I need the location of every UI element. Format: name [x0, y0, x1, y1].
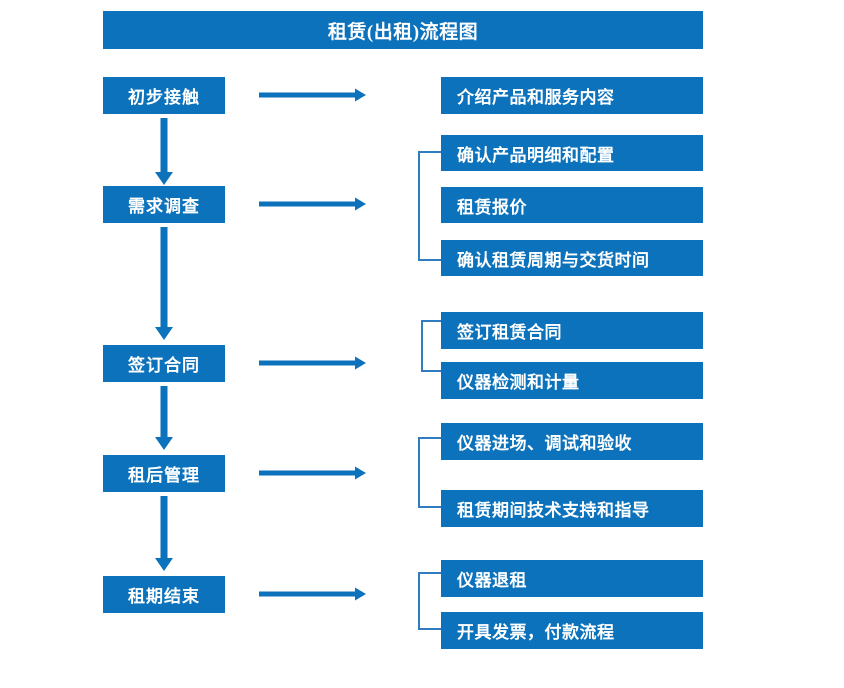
group-bracket-icon — [418, 572, 441, 630]
down-arrow-icon — [153, 496, 175, 572]
down-arrow-icon — [153, 227, 175, 341]
down-arrow-icon — [153, 118, 175, 186]
right-arrow-icon — [259, 356, 367, 370]
stage-box-初步接触[interactable]: 初步接触 — [103, 77, 225, 114]
detail-box-仪器进场调试和验收[interactable]: 仪器进场、调试和验收 — [441, 423, 703, 460]
stage-box-租后管理[interactable]: 租后管理 — [103, 455, 225, 492]
detail-box-签订租赁合同[interactable]: 签订租赁合同 — [441, 312, 703, 349]
detail-box-仪器退租[interactable]: 仪器退租 — [441, 560, 703, 597]
group-bracket-icon — [418, 151, 441, 261]
group-bracket-icon — [421, 320, 441, 372]
detail-box-租赁报价[interactable]: 租赁报价 — [441, 187, 703, 223]
stage-box-签订合同[interactable]: 签订合同 — [103, 345, 225, 382]
detail-box-开具发票付款流程[interactable]: 开具发票，付款流程 — [441, 612, 703, 649]
right-arrow-icon — [259, 197, 367, 211]
detail-box-确认产品明细和配置[interactable]: 确认产品明细和配置 — [441, 135, 703, 171]
group-bracket-icon — [418, 437, 441, 508]
page-title: 租赁(出租)流程图 — [103, 11, 703, 49]
right-arrow-icon — [259, 88, 367, 102]
stage-box-需求调查[interactable]: 需求调查 — [103, 186, 225, 223]
down-arrow-icon — [153, 386, 175, 451]
detail-box-租赁期间技术支持和指导[interactable]: 租赁期间技术支持和指导 — [441, 490, 703, 527]
stage-box-租期结束[interactable]: 租期结束 — [103, 576, 225, 613]
detail-box-确认租赁周期与交货时间[interactable]: 确认租赁周期与交货时间 — [441, 240, 703, 276]
detail-box-介绍产品和服务内容[interactable]: 介绍产品和服务内容 — [441, 77, 703, 114]
detail-box-仪器检测和计量[interactable]: 仪器检测和计量 — [441, 362, 703, 399]
right-arrow-icon — [259, 587, 367, 601]
right-arrow-icon — [259, 466, 367, 480]
